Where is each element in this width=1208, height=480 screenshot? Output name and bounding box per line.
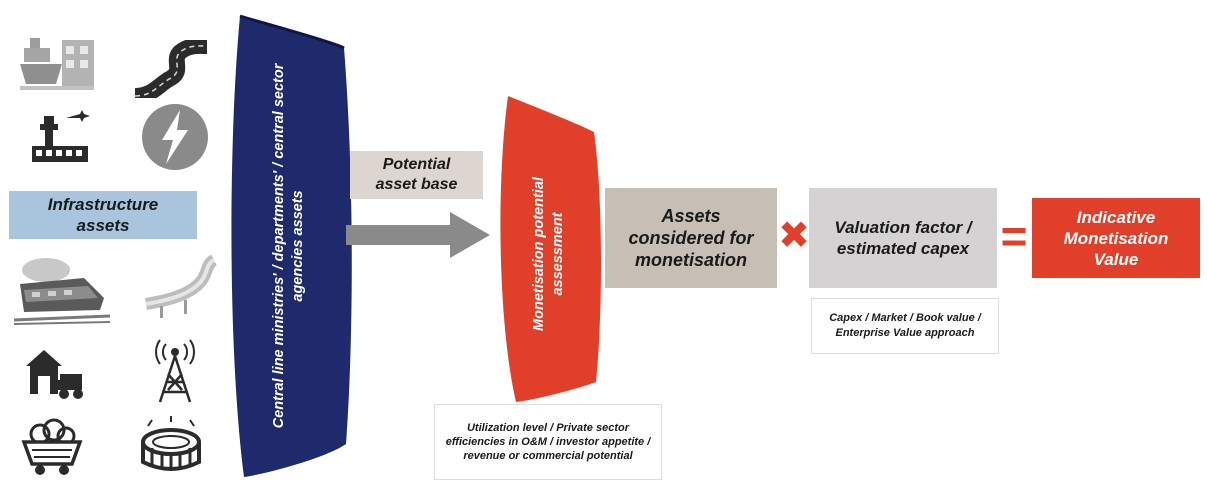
utilization-note: Utilization level / Private sector effic… (434, 404, 662, 480)
capex-note: Capex / Market / Book value / Enterprise… (811, 298, 999, 354)
assets-considered-text: Assets considered for monetisation (628, 206, 754, 270)
infrastructure-assets-text: Infrastructure assets (47, 195, 159, 235)
monetisation-barrel: Monetisation potential assessment (494, 94, 604, 404)
flow-arrow (346, 212, 492, 263)
utilization-note-text: Utilization level / Private sector effic… (445, 422, 651, 462)
valuation-factor-box: Valuation factor / estimated capex (809, 188, 997, 288)
multiply-icon: ✖ (778, 210, 810, 260)
indicative-value-text: Indicative Monetisation Value (1063, 207, 1169, 269)
capex-note-text: Capex / Market / Book value / Enterprise… (829, 312, 981, 339)
warehouse-icon (24, 346, 84, 400)
equals-symbol: = (1000, 210, 1028, 262)
potential-asset-base-text: Potential asset base (375, 156, 458, 193)
airport-icon (28, 108, 94, 166)
ministries-barrel: Central line ministries' / departments' … (226, 14, 352, 479)
multiply-symbol: ✖ (778, 214, 810, 257)
road-icon (133, 40, 209, 98)
mining-icon (20, 416, 84, 476)
equals-icon: = (996, 208, 1032, 264)
potential-asset-base-label: Potential asset base (350, 151, 483, 199)
indicative-value-box: Indicative Monetisation Value (1032, 198, 1200, 278)
stadium-icon (138, 416, 204, 476)
monetisation-label: Monetisation potential assessment (531, 177, 566, 331)
pipeline-icon (140, 254, 224, 320)
ministries-label: Central line ministries' / departments' … (271, 63, 306, 429)
port-icon (18, 34, 100, 94)
telecom-tower-icon (146, 334, 204, 404)
power-icon (140, 102, 210, 172)
railway-icon (14, 254, 110, 326)
infrastructure-assets-label: Infrastructure assets (9, 191, 197, 239)
valuation-factor-text: Valuation factor / estimated capex (834, 218, 972, 258)
assets-considered-box: Assets considered for monetisation (605, 188, 777, 288)
